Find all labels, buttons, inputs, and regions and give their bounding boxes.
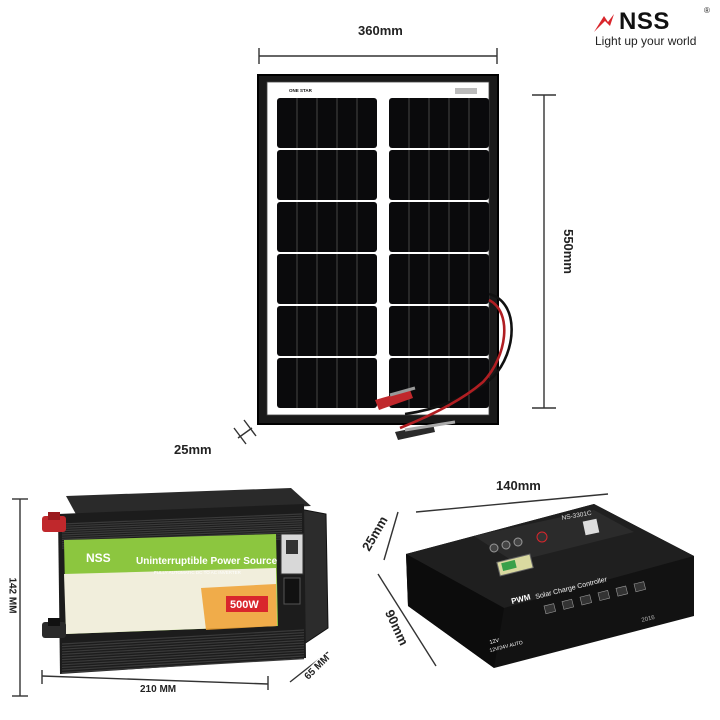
dimension-line (258, 48, 498, 64)
solar-cell (389, 254, 489, 304)
solar-cell (277, 254, 377, 304)
inverter-brand: NSS (86, 551, 111, 565)
panel-depth-label: 25mm (174, 442, 212, 457)
solar-cell (389, 98, 489, 148)
indicator-led-icon (501, 540, 511, 550)
inverter-height-dimension: 142 MM (6, 498, 32, 698)
controller-year: 2016 (641, 615, 656, 624)
dimension-line (12, 498, 28, 697)
solar-cell (389, 306, 489, 356)
registered-mark: ® (704, 6, 710, 15)
panel-height-label: 550mm (560, 229, 576, 274)
dimension-line (41, 670, 269, 690)
alligator-clip-black (395, 420, 456, 440)
solar-cell (389, 202, 489, 252)
solar-cell (277, 306, 377, 356)
dimension-line (415, 493, 609, 513)
panel-width-label: 360mm (358, 23, 403, 38)
inverter-width-label: 210 MM (140, 684, 177, 695)
positive-terminal (42, 512, 66, 532)
indicator-led-icon (513, 537, 523, 547)
dimension-line (532, 94, 556, 409)
solar-cell (277, 358, 377, 408)
panel-label: ONE STAR (289, 88, 313, 93)
controller-width-label: 140mm (496, 478, 541, 493)
solar-cell (277, 98, 377, 148)
controller-height-dimension: 90mm (370, 570, 450, 680)
panel-width-dimension: 360mm (258, 20, 498, 64)
panel-depth-dimension: 25mm (168, 416, 268, 460)
controller-voltage-1: 12V (489, 638, 500, 646)
dimension-line (233, 419, 257, 445)
controller-width-dimension: 140mm (412, 474, 612, 514)
charge-controller: NS-3301C PWM Solar Charge Controller 12V… (406, 504, 694, 668)
inverter-width-dimension: 210 MM (40, 670, 270, 700)
solar-cells (277, 98, 489, 408)
inverter-depth-dimension: 65 MM (288, 648, 348, 698)
indicator-led-icon (489, 543, 499, 553)
dimension-line (383, 511, 399, 561)
panel-height-dimension: 550mm (532, 94, 578, 410)
brand-name: NSS (619, 8, 670, 35)
nss-swoosh-icon (594, 14, 614, 32)
inverter-power: 500W (230, 599, 259, 611)
inverter-height-label: 142 MM (6, 577, 18, 614)
dimension-line (377, 573, 437, 667)
terminal-strip (543, 581, 647, 615)
inverter-title: Uninterruptible Power Source (136, 556, 278, 567)
solar-cell (277, 150, 377, 200)
inverter: NSS Uninterruptible Power Source FULLY A… (42, 488, 329, 674)
solar-panel: ONE STAR (257, 74, 513, 440)
solar-cell (277, 202, 377, 252)
negative-terminal (42, 618, 66, 638)
solar-cell (389, 150, 489, 200)
alligator-clip-red (375, 386, 416, 410)
brand-logo: NSS ® Light up your world (592, 6, 714, 48)
controller-depth-dimension: 25mm (359, 510, 402, 564)
brand-tagline: Light up your world (595, 34, 697, 48)
inverter-subtitle: FULLY AUTOMATIC DC TO AC INVERTER (154, 570, 242, 575)
